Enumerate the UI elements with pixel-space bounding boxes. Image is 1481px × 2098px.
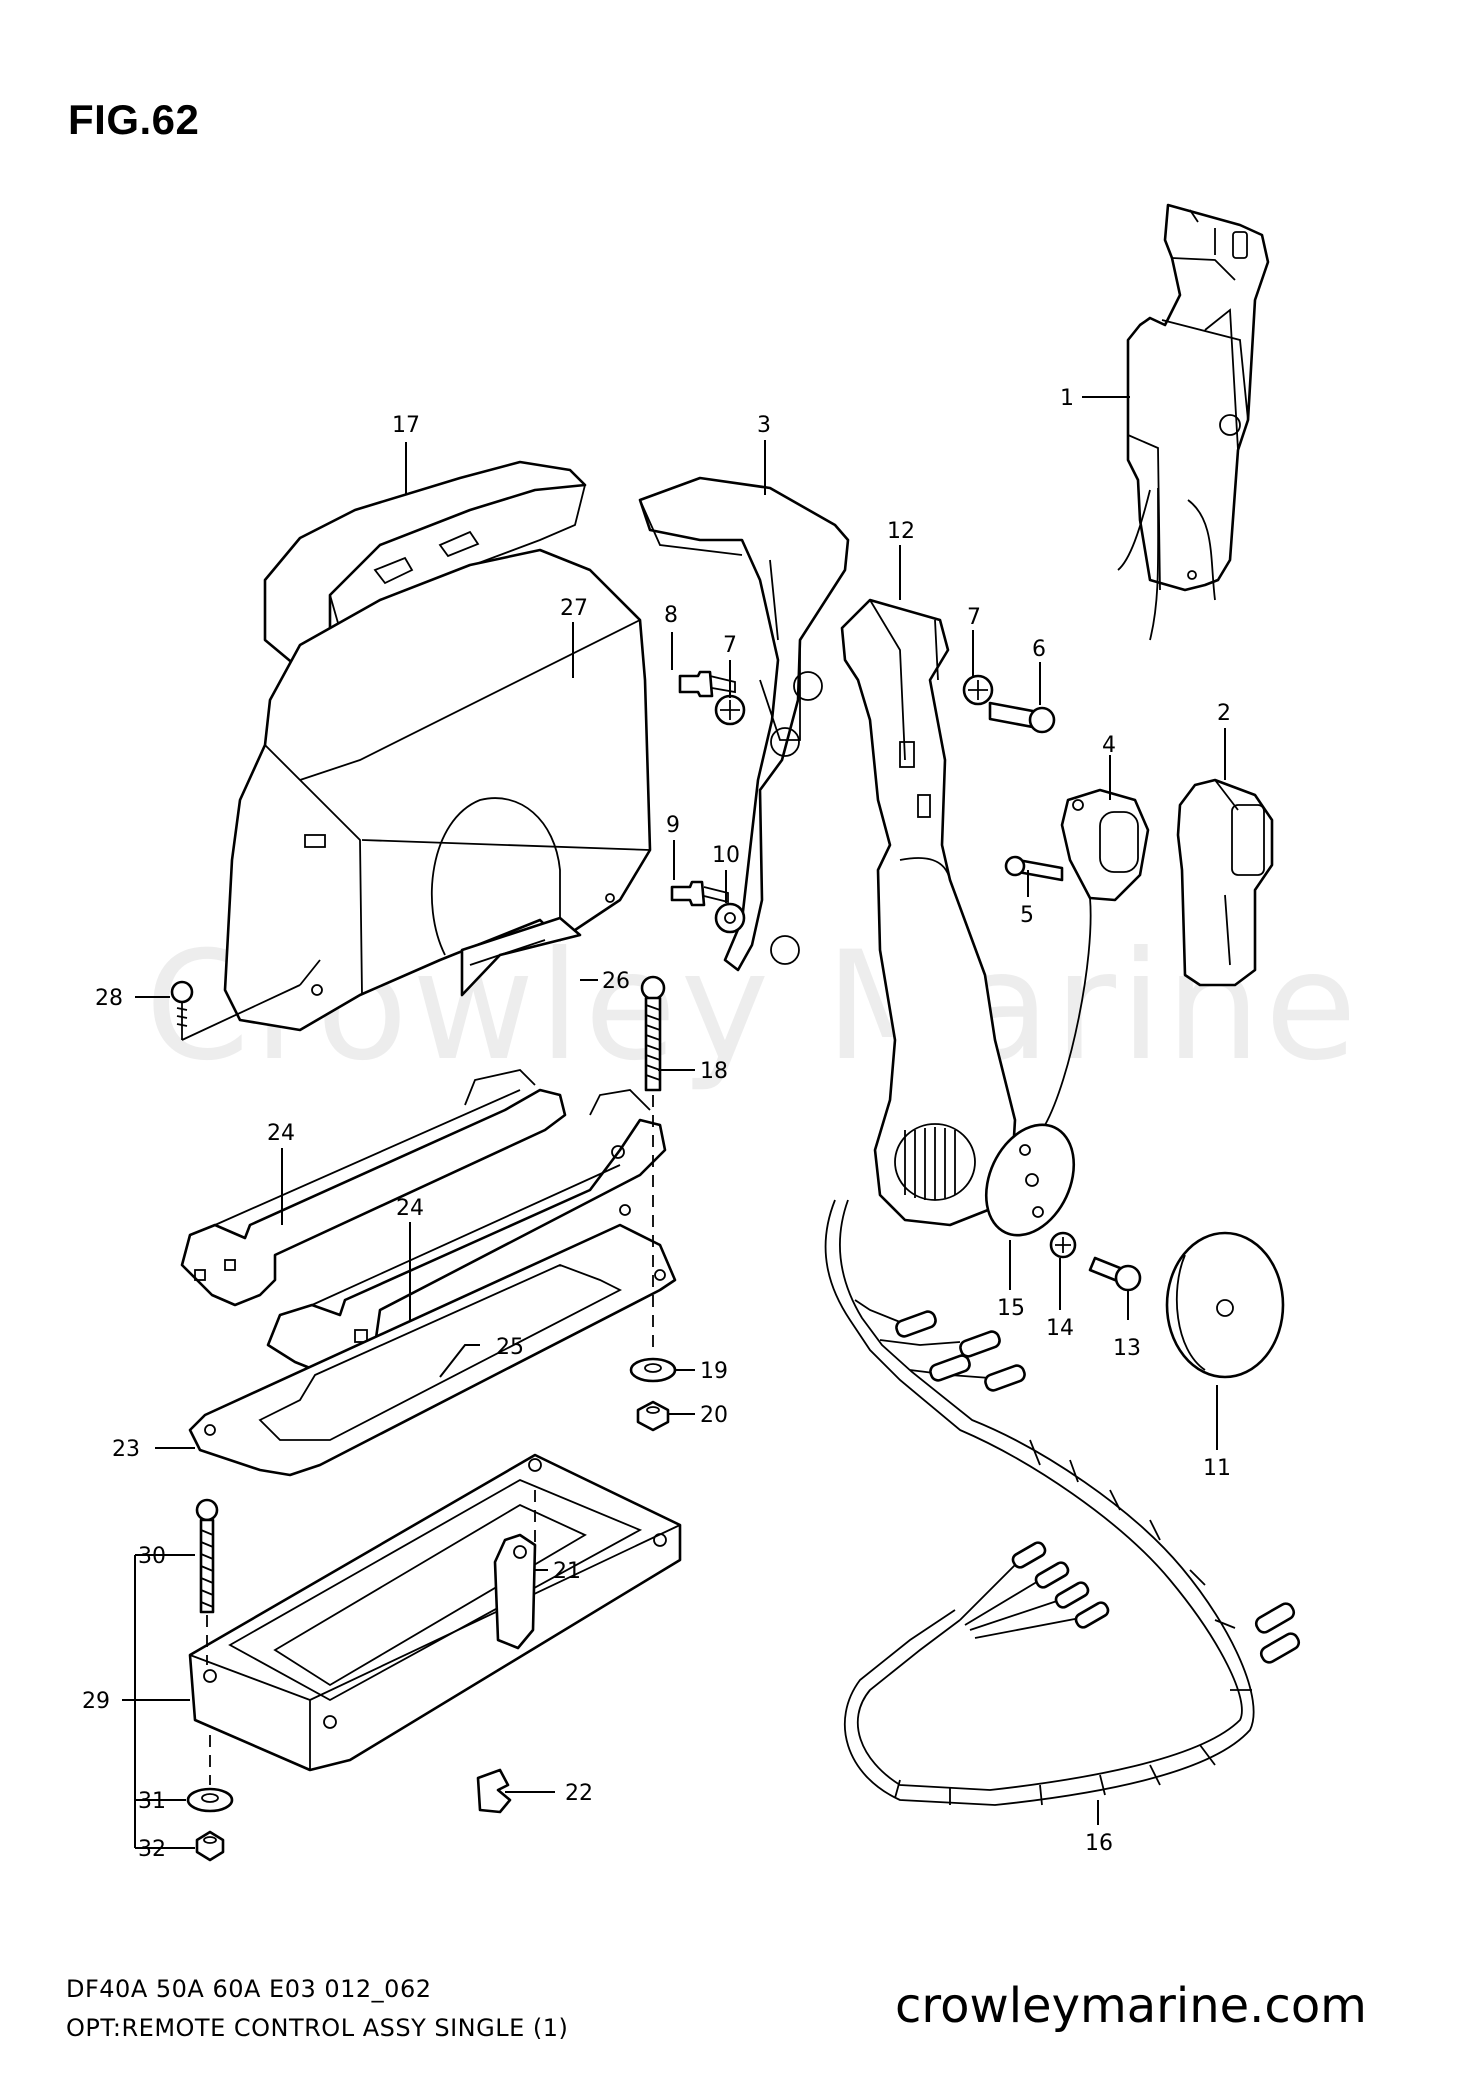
callout-17: 17 <box>392 413 420 438</box>
website-link[interactable]: crowleymarine.com <box>895 1978 1367 2034</box>
callout-leaders <box>122 396 1226 1849</box>
callout-16: 16 <box>1085 1831 1113 1856</box>
alignment-lines <box>206 1095 654 1785</box>
figure-name: OPT:REMOTE CONTROL ASSY SINGLE (1) <box>66 2014 569 2042</box>
part-20-nut[interactable] <box>636 1400 670 1432</box>
part-32-nut[interactable] <box>195 1830 225 1862</box>
callout-21: 21 <box>553 1559 581 1584</box>
callout-29: 29 <box>82 1689 110 1714</box>
part-29-base[interactable] <box>188 1453 682 1772</box>
callout-20: 20 <box>700 1403 728 1428</box>
callout-10: 10 <box>712 843 740 868</box>
part-28-screw[interactable] <box>170 959 321 1041</box>
part-21-pin[interactable] <box>493 1533 537 1650</box>
callout-1: 1 <box>1060 386 1074 411</box>
part-7-lock-washer-left[interactable] <box>714 694 746 726</box>
part-13-screw[interactable] <box>1088 1256 1142 1292</box>
part-16-wiring-harness[interactable] <box>824 1199 1302 1806</box>
callout-24a: 24 <box>267 1121 295 1146</box>
callout-19: 19 <box>700 1359 728 1384</box>
callout-2: 2 <box>1217 701 1231 726</box>
part-15-plate[interactable] <box>969 1111 1091 1250</box>
callout-numbers: 1 2 3 4 5 6 7 7 8 9 10 11 12 13 14 15 16… <box>82 386 1231 1862</box>
callout-30: 30 <box>138 1544 166 1569</box>
callout-25: 25 <box>496 1335 524 1360</box>
part-31-washer[interactable] <box>186 1787 234 1813</box>
part-12-shift-lever[interactable] <box>840 598 1017 1227</box>
part-9-bolt[interactable] <box>670 880 729 907</box>
part-26-bracket[interactable] <box>460 916 582 997</box>
part-23-gasket[interactable] <box>188 1204 677 1477</box>
callout-7a: 7 <box>967 605 981 630</box>
part-1-remote-control-assy[interactable] <box>1117 203 1270 641</box>
part-11-cap[interactable] <box>1165 1231 1285 1379</box>
part-5-screw[interactable] <box>1004 855 1064 882</box>
part-22-clip[interactable] <box>476 1768 512 1814</box>
part-10-washer[interactable] <box>714 902 746 934</box>
callout-14: 14 <box>1046 1316 1074 1341</box>
callout-9: 9 <box>666 813 680 838</box>
callout-8: 8 <box>664 603 678 628</box>
callout-6: 6 <box>1032 637 1046 662</box>
part-30-bolt[interactable] <box>195 1498 219 1614</box>
part-24-bracket-upper[interactable] <box>180 1069 567 1307</box>
callout-28: 28 <box>95 986 123 1011</box>
callout-18: 18 <box>700 1059 728 1084</box>
callout-26: 26 <box>602 969 630 994</box>
callout-31: 31 <box>138 1789 166 1814</box>
figure-title: FIG.62 <box>68 96 200 143</box>
callout-32: 32 <box>138 1837 166 1862</box>
callout-11: 11 <box>1203 1456 1231 1481</box>
part-6-screw[interactable] <box>988 701 1056 734</box>
part-19-washer[interactable] <box>629 1357 677 1383</box>
callout-4: 4 <box>1102 733 1116 758</box>
callout-12: 12 <box>887 519 915 544</box>
callout-13: 13 <box>1113 1336 1141 1361</box>
part-18-screw[interactable] <box>640 975 666 1092</box>
callout-22: 22 <box>565 1781 593 1806</box>
figure-code: DF40A 50A 60A E03 012_062 <box>66 1975 432 2003</box>
callout-24b: 24 <box>396 1196 424 1221</box>
callout-15: 15 <box>997 1296 1025 1321</box>
callout-3: 3 <box>757 413 771 438</box>
part-3-control-arm[interactable] <box>638 476 850 972</box>
callout-23: 23 <box>112 1437 140 1462</box>
callout-27: 27 <box>560 596 588 621</box>
part-8-bolt[interactable] <box>678 670 736 698</box>
part-2-handle-grip[interactable] <box>1176 778 1274 987</box>
part-27-main-cover[interactable] <box>223 548 652 1032</box>
callout-5: 5 <box>1020 903 1034 928</box>
callout-7b: 7 <box>723 633 737 658</box>
part-14-lock-washer[interactable] <box>1049 1231 1077 1259</box>
part-7-lock-washer-right[interactable] <box>962 674 994 706</box>
